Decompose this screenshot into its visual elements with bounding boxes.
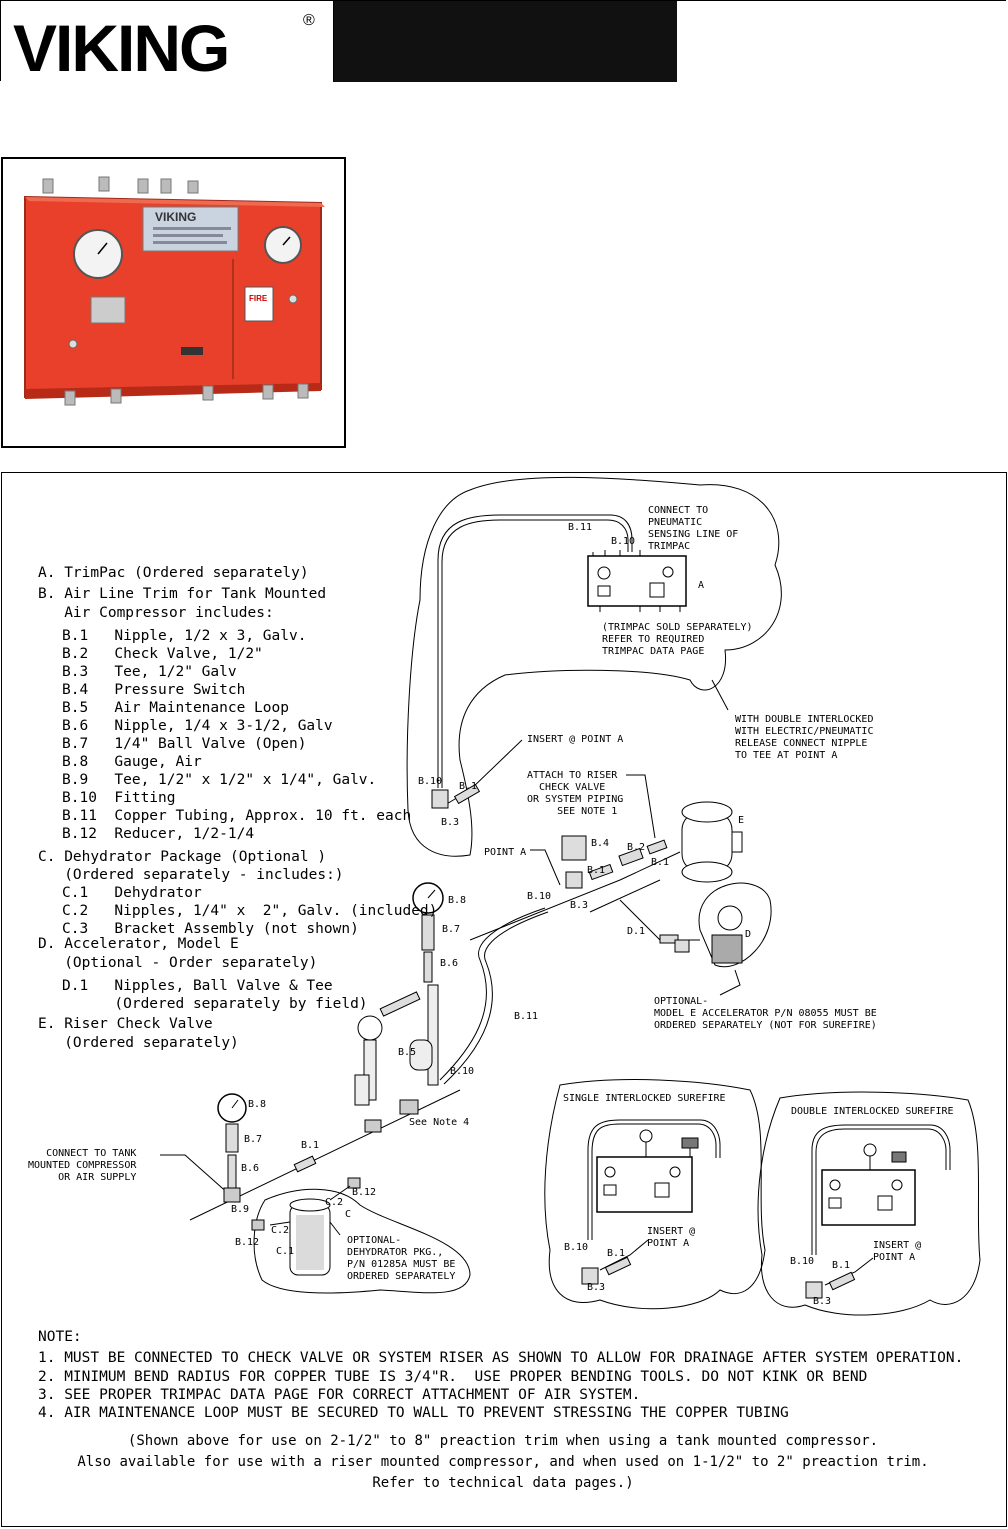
legend-item: B.8 Gauge, Air [62, 754, 202, 770]
label-single-surefire: SINGLE INTERLOCKED SUREFIRE [563, 1093, 726, 1104]
legend-item: (Ordered separately) [38, 1035, 239, 1051]
legend-item: B.2 Check Valve, 1/2" [62, 646, 263, 662]
legend-item: B.12 Reducer, 1/2-1/4 [62, 826, 255, 842]
legend-item: B.10 Fitting [62, 790, 176, 806]
label-b1-b: B.1 [651, 857, 670, 868]
label-b1-a: B.1 [459, 781, 478, 792]
label-optional-dehyd: OPTIONAL- DEHYDRATOR PKG., P/N 01285A MU… [347, 1235, 456, 1282]
viking-logo-mark: VIKING ® [13, 11, 315, 82]
label-attach-riser: ATTACH TO RISER CHECK VALVE OR SYSTEM PI… [527, 770, 624, 817]
label-c: C [345, 1209, 352, 1220]
legend-item: (Optional - Order separately) [38, 955, 318, 971]
legend-item: D.1 Nipples, Ball Valve & Tee [62, 978, 333, 994]
legend-item: B. Air Line Trim for Tank Mounted [38, 586, 327, 602]
note-item: 2. MINIMUM BEND RADIUS FOR COPPER TUBE I… [38, 1369, 868, 1385]
legend-item: E. Riser Check Valve [38, 1016, 213, 1032]
legend-item: B.11 Copper Tubing, Approx. 10 ft. each [62, 808, 412, 824]
label-b6-b: B.6 [241, 1163, 260, 1174]
label-a: A [698, 580, 705, 591]
label-b3-b: B.3 [570, 900, 589, 911]
legend-item: B.7 1/4" Ball Valve (Open) [62, 736, 307, 752]
trimpac-photo-frame: VIKING FIRE [1, 157, 346, 448]
legend-item: B.1 Nipple, 1/2 x 3, Galv. [62, 628, 307, 644]
legend-item: C.3 Bracket Assembly (not shown) [62, 921, 359, 937]
notes-heading: NOTE: [38, 1329, 82, 1345]
label-c2-b: C.2 [271, 1225, 290, 1236]
legend-item: C.1 Dehydrator [62, 885, 202, 901]
label-insert-at-single: INSERT @ POINT A [647, 1226, 696, 1249]
label-double-interlocked: WITH DOUBLE INTERLOCKED WITH ELECTRIC/PN… [735, 714, 874, 761]
header-black-bar [334, 1, 677, 82]
label-connect-to: CONNECT TO PNEUMATIC SENSING LINE OF TRI… [648, 505, 739, 552]
footer-line: Also available for use with a riser moun… [77, 1454, 929, 1470]
label-optional-accel: OPTIONAL- MODEL E ACCELERATOR P/N 08055 … [654, 996, 877, 1031]
fire-label: FIRE [249, 294, 268, 303]
label-trimpac-sold: (TRIMPAC SOLD SEPARATELY) REFER TO REQUI… [602, 622, 753, 657]
label-b7-b: B.7 [244, 1134, 263, 1145]
legend-item: (Ordered separately - includes:) [38, 867, 344, 883]
label-b3-c: B.3 [587, 1282, 606, 1293]
legend-item: B.6 Nipple, 1/4 x 3-1/2, Galv [62, 718, 333, 734]
label-b10-b: B.10 [527, 891, 552, 902]
legend-item: B.5 Air Maintenance Loop [62, 700, 289, 716]
diagram-frame [1, 472, 1007, 1527]
label-b6-a: B.6 [440, 958, 459, 969]
label-b9: B.9 [231, 1204, 250, 1215]
legend-item: D. Accelerator, Model E [38, 936, 239, 952]
label-b1-e: B.1 [607, 1248, 626, 1259]
label-b8-b: B.8 [248, 1099, 267, 1110]
legend-item: (Ordered separately by field) [62, 996, 368, 1012]
label-b1-c: B.1 [587, 865, 606, 876]
legend-item: B.3 Tee, 1/2" Galv [62, 664, 237, 680]
note-item: 1. MUST BE CONNECTED TO CHECK VALVE OR S… [38, 1350, 964, 1366]
label-double-surefire: DOUBLE INTERLOCKED SUREFIRE [791, 1106, 954, 1117]
label-b12-a: B.12 [352, 1187, 377, 1198]
label-b7-a: B.7 [442, 924, 461, 935]
header-bar: VIKING ® [0, 0, 1007, 82]
label-b3-d: B.3 [813, 1296, 832, 1307]
label-b1-d: B.1 [301, 1140, 320, 1151]
label-insert-point-a: INSERT @ POINT A [527, 734, 624, 745]
header-right-box [677, 1, 1007, 82]
legend-item: A. TrimPac (Ordered separately) [38, 565, 309, 581]
note-item: 3. SEE PROPER TRIMPAC DATA PAGE FOR CORR… [38, 1387, 641, 1403]
label-b5: B.5 [398, 1047, 417, 1058]
legend-item: B.4 Pressure Switch [62, 682, 246, 698]
legend-item: C.2 Nipples, 1/4" x 2", Galv. (included) [62, 903, 438, 919]
label-point-a: POINT A [484, 847, 527, 858]
note-item: 4. AIR MAINTENANCE LOOP MUST BE SECURED … [38, 1405, 789, 1421]
label-b10-top: B.10 [611, 536, 636, 547]
label-b11-b: B.11 [514, 1011, 539, 1022]
panel-brand-label: VIKING [155, 210, 196, 224]
footer-line: (Shown above for use on 2-1/2" to 8" pre… [127, 1433, 879, 1449]
label-c1: C.1 [276, 1246, 295, 1257]
label-d1: D.1 [627, 926, 646, 937]
label-b1-f: B.1 [832, 1260, 851, 1271]
label-b4: B.4 [591, 838, 610, 849]
label-d: D [745, 929, 752, 940]
legend-item: Air Compressor includes: [38, 605, 274, 621]
label-b10-a: B.10 [418, 776, 443, 787]
viking-logo: VIKING ® [1, 1, 334, 82]
label-b10-e: B.10 [790, 1256, 815, 1267]
trimpac-photo: VIKING FIRE [24, 176, 325, 406]
registered-mark: ® [303, 12, 315, 29]
footer-line: Refer to technical data pages.) [372, 1475, 634, 1491]
label-b12-b: B.12 [235, 1237, 260, 1248]
label-insert-at-double: INSERT @ POINT A [873, 1240, 922, 1263]
legend-item: C. Dehydrator Package (Optional ) [38, 849, 327, 865]
label-connect-tank: CONNECT TO TANK MOUNTED COMPRESSOR OR AI… [28, 1148, 137, 1183]
label-b10-d: B.10 [564, 1242, 589, 1253]
label-b3-a: B.3 [441, 817, 460, 828]
label-e: E [738, 815, 745, 826]
label-see-note-4: See Note 4 [409, 1117, 470, 1128]
brand-text: VIKING [13, 11, 228, 82]
label-b10-c: B.10 [450, 1066, 475, 1077]
label-b11-top: B.11 [568, 522, 593, 533]
legend-item: B.9 Tee, 1/2" x 1/2" x 1/4", Galv. [62, 772, 377, 788]
label-c2-a: C.2 [325, 1197, 344, 1208]
label-b2: B.2 [627, 842, 646, 853]
label-b8-a: B.8 [448, 895, 467, 906]
